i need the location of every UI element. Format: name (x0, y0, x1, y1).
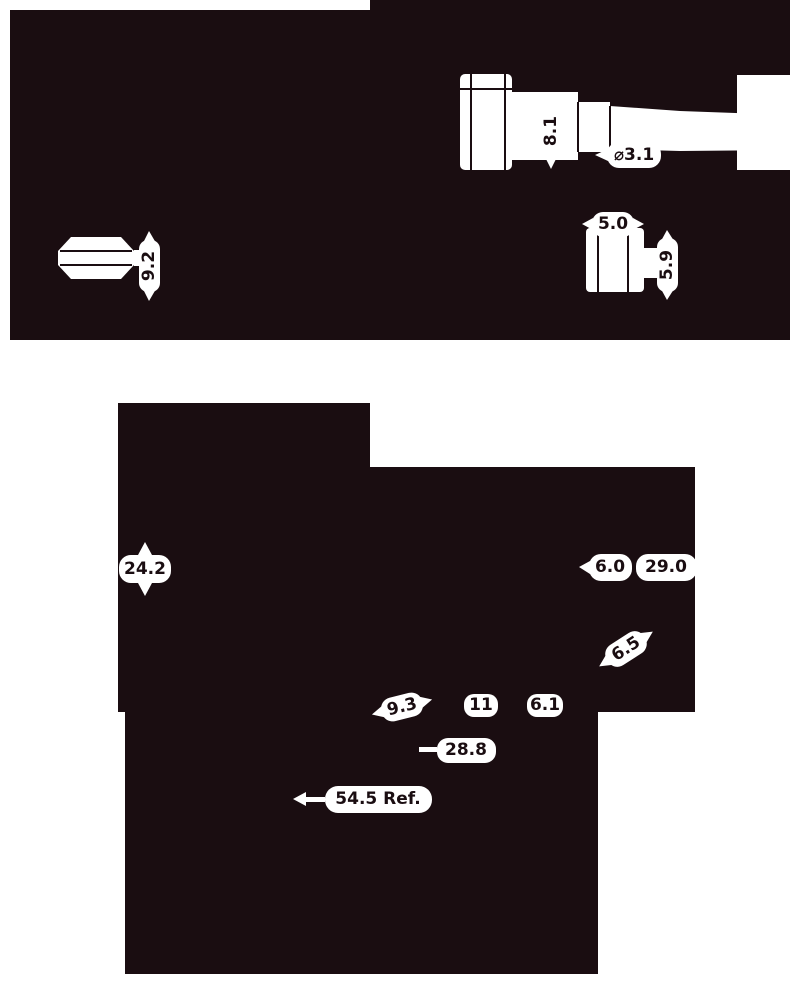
dim-segment-a: 9.3 (371, 692, 433, 722)
connector-edge-line-2 (504, 74, 506, 170)
dim-bubble (437, 738, 496, 763)
panel-bottom (125, 712, 598, 974)
dim-label-plug-height: 8.1 (541, 116, 561, 146)
dim-segment-b: 11 (464, 694, 498, 717)
dim-tip-length: 5.0 (582, 212, 644, 237)
panel-middle (118, 403, 695, 712)
dim-label-overall-length: 54.5 Ref. (335, 789, 420, 809)
hex-nut-stub (134, 250, 139, 266)
dim-label-nut-width: 9.2 (139, 251, 159, 281)
arrow-left-icon (599, 654, 613, 667)
dim-label-tip-length: 5.0 (598, 214, 628, 234)
connector-edge-line-1 (470, 74, 472, 170)
arrow-down-icon (545, 157, 557, 169)
dim-tip-height: 5.9 (657, 230, 678, 300)
connector-edge-line-5 (609, 106, 611, 150)
arrow-down-icon (143, 289, 156, 301)
dim-mid-length: 28.8 (419, 738, 496, 763)
dim-label-step-length: 6.0 (595, 557, 625, 577)
connector-edge-line-4 (577, 102, 579, 152)
dim-bubble (119, 555, 171, 583)
panel-bottom-plate (125, 712, 598, 974)
arrow-left-icon (595, 149, 608, 161)
dim-bubble (527, 694, 563, 717)
page-margin-notch (737, 75, 790, 170)
connector-edge-line-3 (460, 88, 512, 90)
hex-nut-edge-line-bottom (60, 264, 132, 266)
dim-bubble (381, 692, 423, 722)
dim-leader-line (419, 747, 437, 752)
dim-body-height: 24.2 (119, 542, 171, 596)
arrow-right-icon (633, 218, 644, 230)
arrow-left-icon (582, 218, 593, 230)
dim-step-length: 6.0 (579, 554, 632, 581)
part-plug-tip (586, 228, 668, 292)
arrow-up-icon (545, 93, 557, 105)
dim-label-mid-length: 28.8 (445, 740, 487, 760)
hex-nut-profile (58, 237, 134, 279)
dim-label-body-height: 24.2 (124, 559, 166, 579)
tip-edge-line-2 (627, 228, 629, 292)
dim-overall-length: 54.5 Ref. (293, 786, 432, 813)
dim-plug-height: 8.1 (541, 93, 562, 169)
tip-edge-line-1 (597, 228, 599, 292)
panel-top-left-plate (10, 10, 370, 340)
dim-label-segment-c: 6.1 (530, 695, 560, 715)
dim-leader-line (299, 797, 325, 802)
arrow-right-icon (639, 631, 653, 644)
dim-bubble (464, 694, 498, 717)
dim-bubble (541, 102, 562, 160)
dim-label-tip-height: 5.9 (657, 250, 677, 280)
dim-segment-c: 6.1 (527, 694, 563, 717)
dim-bubble (589, 554, 632, 581)
dim-label-pin-diameter: ⌀3.1 (614, 145, 654, 165)
dim-nut-width: 9.2 (139, 231, 160, 301)
part-hex-nut (58, 237, 139, 279)
dim-bubble (592, 212, 634, 237)
dim-bubble (139, 240, 160, 292)
tip-body (586, 228, 644, 292)
dim-label-shell-length: 29.0 (645, 557, 687, 577)
arrow-down-icon (138, 583, 152, 596)
dim-bubble (605, 631, 647, 667)
arrow-right-icon (696, 561, 707, 574)
dim-label-segment-b: 11 (469, 695, 493, 715)
dim-bubble (325, 786, 432, 813)
panel-top-right (370, 0, 790, 340)
connector-body (460, 74, 512, 170)
arrow-up-icon (143, 231, 156, 243)
dim-shell-length: 29.0 (636, 554, 707, 581)
dim-pin-diameter: ⌀3.1 (595, 142, 661, 168)
arrow-up-icon (138, 542, 152, 555)
hex-nut-edge-line-top (60, 250, 132, 252)
connector-step (578, 102, 610, 152)
dim-bubble (607, 142, 661, 168)
dim-bubble (636, 554, 697, 581)
panel-top-left (10, 10, 370, 340)
dim-bubble (657, 238, 678, 292)
panel-top-right-plate (370, 0, 790, 340)
panel-middle-right-plate (370, 467, 695, 712)
arrow-left-icon (579, 561, 590, 574)
